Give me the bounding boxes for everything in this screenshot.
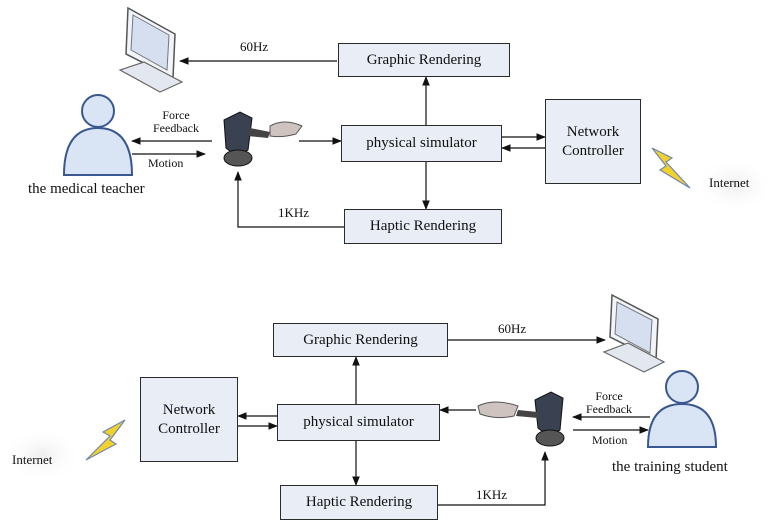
haptic-device-icon: [477, 391, 565, 447]
lightning-icon: [85, 419, 126, 461]
bottom-graphic-rendering-box: Graphic Rendering: [273, 323, 448, 357]
top-force-feedback-label: Force Feedback: [153, 108, 199, 135]
bottom-rate-1khz: 1KHz: [476, 487, 508, 502]
top-person-label: the medical teacher: [28, 181, 145, 197]
top-haptic-rendering-label: Haptic Rendering: [369, 218, 477, 234]
top-network-controller-box: Network Controller: [545, 99, 641, 184]
bottom-person-label: the training student: [612, 459, 728, 475]
bottom-network-controller-box: Network Controller: [140, 377, 238, 462]
top-haptic-rendering-box: Haptic Rendering: [344, 209, 502, 244]
top-network-controller-label: Network Controller: [562, 123, 624, 159]
top-motion-label: Motion: [148, 156, 184, 170]
bottom-physical-simulator-box: physical simulator: [277, 404, 440, 441]
top-physical-simulator-label: physical simulator: [366, 135, 477, 151]
bottom-graphic-rendering-label: Graphic Rendering: [303, 331, 418, 348]
bottom-force-feedback-label: Force Feedback: [586, 389, 632, 416]
bottom-network-controller-label: Network Controller: [158, 401, 220, 437]
person-icon: [646, 370, 718, 448]
top-internet-label: Internet: [709, 175, 750, 190]
lightning-icon: [651, 147, 691, 189]
bottom-haptic-rendering-label: Haptic Rendering: [305, 494, 413, 510]
top-rate-1khz: 1KHz: [278, 205, 310, 220]
person-icon: [62, 94, 134, 176]
top-graphic-rendering-box: Graphic Rendering: [338, 43, 510, 77]
bottom-internet-label: Internet: [12, 452, 53, 467]
bottom-haptic-rendering-box: Haptic Rendering: [280, 485, 438, 520]
top-rate-60hz: 60Hz: [240, 39, 269, 54]
bottom-physical-simulator-label: physical simulator: [303, 414, 414, 430]
monitor-icon: [118, 6, 184, 93]
monitor-icon: [602, 293, 666, 373]
cloud-icon: [2, 427, 82, 483]
bottom-rate-60hz: 60Hz: [498, 321, 527, 336]
haptic-device-icon: [223, 111, 303, 167]
cloud-icon: [695, 157, 770, 213]
top-graphic-rendering-label: Graphic Rendering: [366, 51, 482, 68]
bottom-motion-label: Motion: [592, 433, 628, 447]
top-physical-simulator-box: physical simulator: [341, 125, 502, 162]
